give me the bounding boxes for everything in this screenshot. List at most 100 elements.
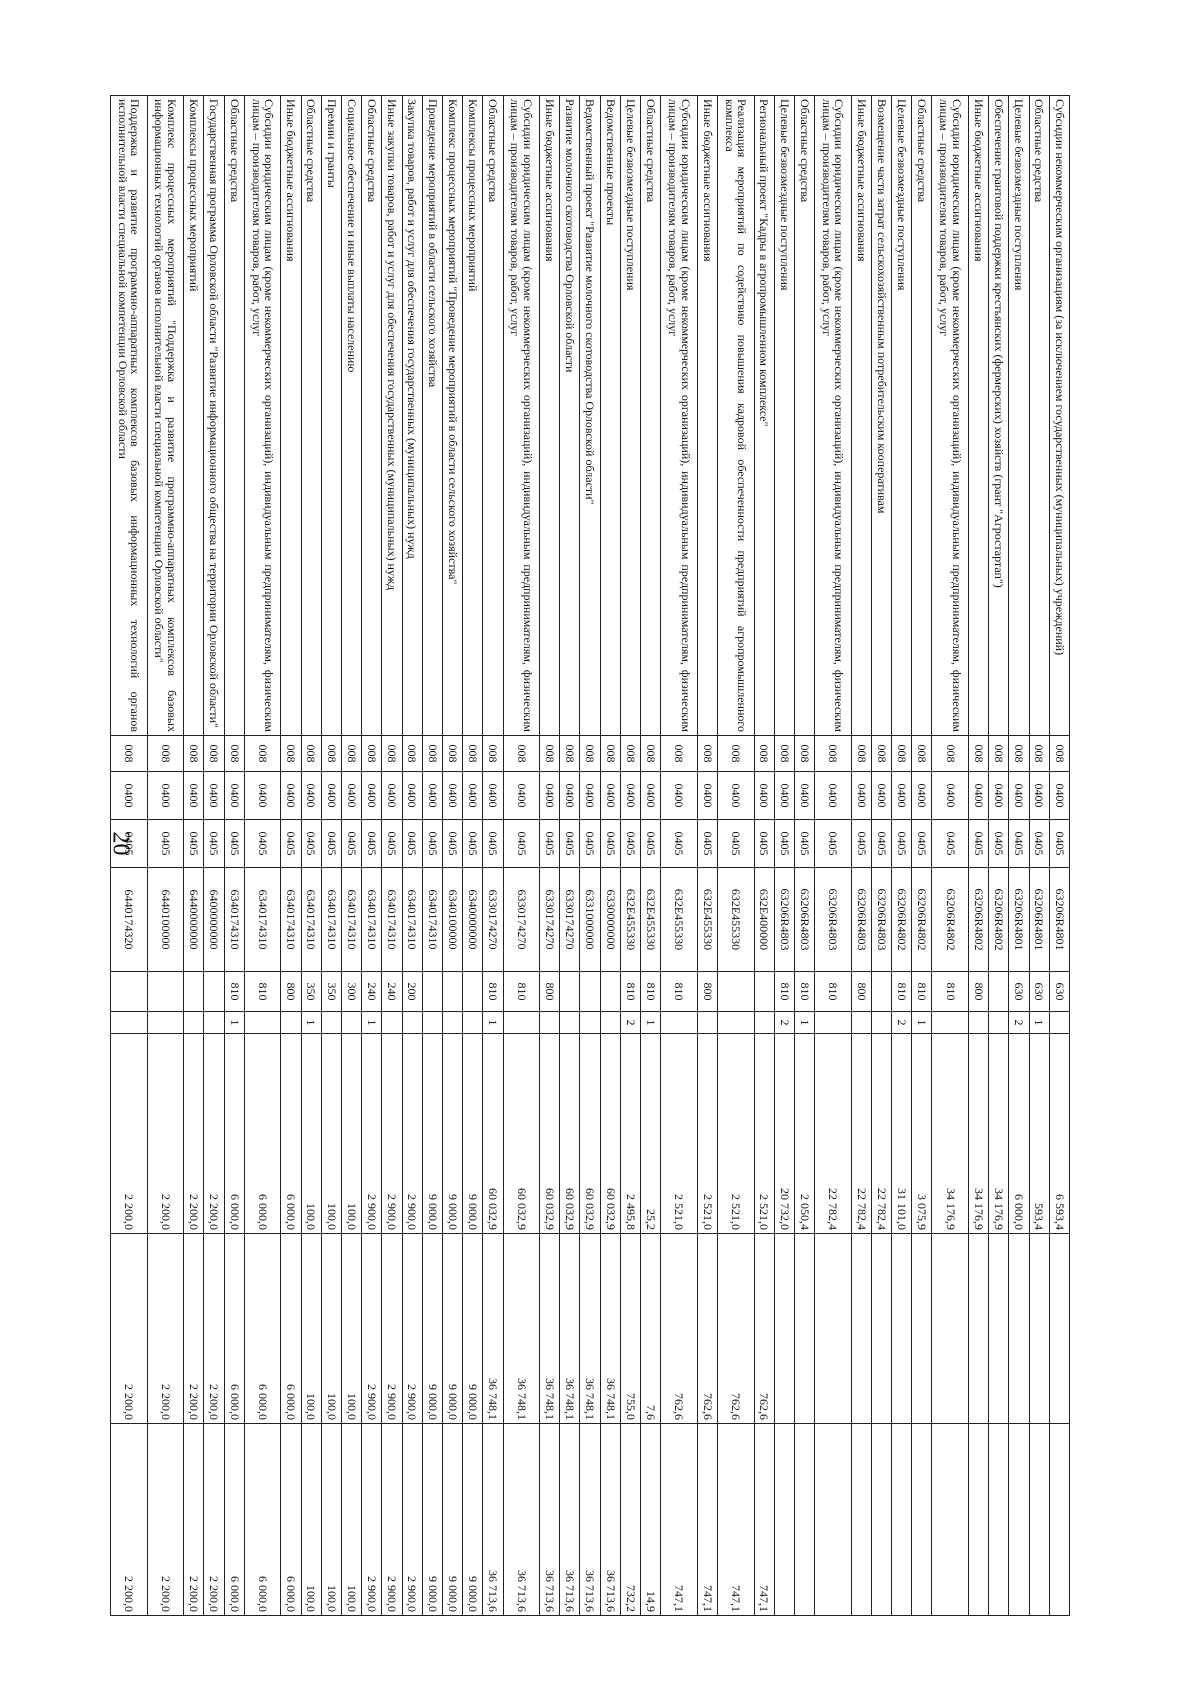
row-expense-type: 810 <box>503 971 540 1012</box>
row-name: Иные бюджетные ассигнования <box>697 95 718 736</box>
row-section-code: 0400 <box>381 771 403 820</box>
row-adm-code: 008 <box>660 735 698 772</box>
row-amount-2 <box>931 1233 969 1424</box>
row-subsection-code: 0405 <box>280 819 302 868</box>
row-target-code: 63206R4803 <box>794 867 815 972</box>
row-subsection-code: 0405 <box>620 819 641 868</box>
row-adm-code: 008 <box>559 735 580 772</box>
row-section-code: 0400 <box>931 771 969 820</box>
table-row: Субсидии юридическим лицам (кроме некомм… <box>660 95 698 1616</box>
row-target-code: 63206R4802 <box>931 867 969 972</box>
row-subsection-code: 0405 <box>462 819 483 868</box>
row-subsection-code: 0405 <box>341 819 362 868</box>
row-amount-3: 2 900,0 <box>402 1423 423 1616</box>
table-row: Субсидии некоммерческим организациям (за… <box>1049 95 1070 1616</box>
row-section-code: 0400 <box>891 771 912 820</box>
row-section-code: 0400 <box>280 771 302 820</box>
row-target-code: 632E455330 <box>717 867 755 972</box>
row-amount-2: 755,0 <box>620 1233 641 1424</box>
row-expense-type: 630 <box>1008 971 1030 1012</box>
row-section-code: 0400 <box>301 771 322 820</box>
row-amount-2 <box>871 1233 892 1424</box>
table-row: Социальное обеспечение и иные выплаты на… <box>341 95 362 1616</box>
row-source-code: 1 <box>224 1011 245 1034</box>
row-amount-1: 3 075,9 <box>911 1033 932 1234</box>
row-amount-3: 2 200,0 <box>110 1423 148 1616</box>
row-amount-3: 2 200,0 <box>203 1423 225 1616</box>
table-row: Закупка товаров, работ и услуг для обесп… <box>402 95 423 1616</box>
row-expense-type <box>147 971 184 1012</box>
row-expense-type <box>422 971 443 1012</box>
row-expense-type: 800 <box>697 971 718 1012</box>
row-expense-type: 800 <box>280 971 302 1012</box>
row-subsection-code: 0405 <box>754 819 775 868</box>
row-name: Областные средства <box>640 95 661 736</box>
row-amount-1: 20 732,0 <box>774 1033 795 1234</box>
row-amount-1: 100,0 <box>341 1033 362 1234</box>
row-amount-1: 22 782,4 <box>851 1033 872 1234</box>
row-expense-type: 800 <box>851 971 872 1012</box>
row-section-code: 0400 <box>147 771 184 820</box>
row-source-code: 1 <box>301 1011 322 1034</box>
table-row: Ведомственный проект "Развитие молочного… <box>579 95 601 1616</box>
row-amount-2: 36 748,1 <box>559 1233 580 1424</box>
row-source-code <box>539 1011 560 1034</box>
row-amount-1: 34 176,9 <box>988 1033 1009 1234</box>
row-amount-1: 6 000,0 <box>1008 1033 1030 1234</box>
row-adm-code: 008 <box>280 735 302 772</box>
row-expense-type <box>717 971 755 1012</box>
row-adm-code: 008 <box>381 735 403 772</box>
row-adm-code: 008 <box>341 735 362 772</box>
row-subsection-code: 0405 <box>911 819 932 868</box>
row-expense-type: 240 <box>381 971 403 1012</box>
row-section-code: 0400 <box>640 771 661 820</box>
row-amount-1: 34 176,9 <box>931 1033 969 1234</box>
row-name: Иные бюджетные ассигнования <box>539 95 560 736</box>
row-name: Областные средства <box>482 95 504 736</box>
row-adm-code: 008 <box>482 735 504 772</box>
row-amount-1: 60 032,9 <box>600 1033 621 1234</box>
row-target-code: 6340000000 <box>462 867 483 972</box>
row-name: Региональный проект "Кадры в агропромышл… <box>754 95 775 736</box>
row-adm-code: 008 <box>110 735 148 772</box>
row-section-code: 0400 <box>871 771 892 820</box>
row-amount-2 <box>1008 1233 1030 1424</box>
row-subsection-code: 0405 <box>482 819 504 868</box>
row-amount-1: 60 032,9 <box>559 1033 580 1234</box>
row-section-code: 0400 <box>482 771 504 820</box>
row-expense-type: 300 <box>341 971 362 1012</box>
row-name: Социальное обеспечение и иные выплаты на… <box>341 95 362 736</box>
row-expense-type: 350 <box>321 971 342 1012</box>
row-section-code: 0400 <box>579 771 601 820</box>
row-source-code <box>147 1011 184 1034</box>
row-subsection-code: 0405 <box>559 819 580 868</box>
row-subsection-code: 0405 <box>774 819 795 868</box>
row-name: Ведомственный проект "Развитие молочного… <box>579 95 601 736</box>
row-amount-3: 9 000,0 <box>442 1423 463 1616</box>
table-row: Комплекс процессных мероприятий "Проведе… <box>442 95 463 1616</box>
row-amount-1: 60 032,9 <box>579 1033 601 1234</box>
row-amount-3: 9 000,0 <box>462 1423 483 1616</box>
row-target-code: 6340174310 <box>402 867 423 972</box>
row-amount-1: 9 000,0 <box>462 1033 483 1234</box>
row-source-code <box>871 1011 892 1034</box>
row-adm-code: 008 <box>579 735 601 772</box>
row-subsection-code: 0405 <box>224 819 245 868</box>
row-amount-3: 2 200,0 <box>147 1423 184 1616</box>
row-amount-3: 14,9 <box>640 1423 661 1616</box>
row-expense-type: 800 <box>539 971 560 1012</box>
row-adm-code: 008 <box>442 735 463 772</box>
row-amount-3: 36 713,6 <box>559 1423 580 1616</box>
row-target-code: 63206R4803 <box>774 867 795 972</box>
row-target-code: 6330174270 <box>482 867 504 972</box>
row-target-code: 63206R4802 <box>968 867 989 972</box>
row-name: Закупка товаров, работ и услуг для обесп… <box>402 95 423 736</box>
row-amount-3: 747,1 <box>754 1423 775 1616</box>
